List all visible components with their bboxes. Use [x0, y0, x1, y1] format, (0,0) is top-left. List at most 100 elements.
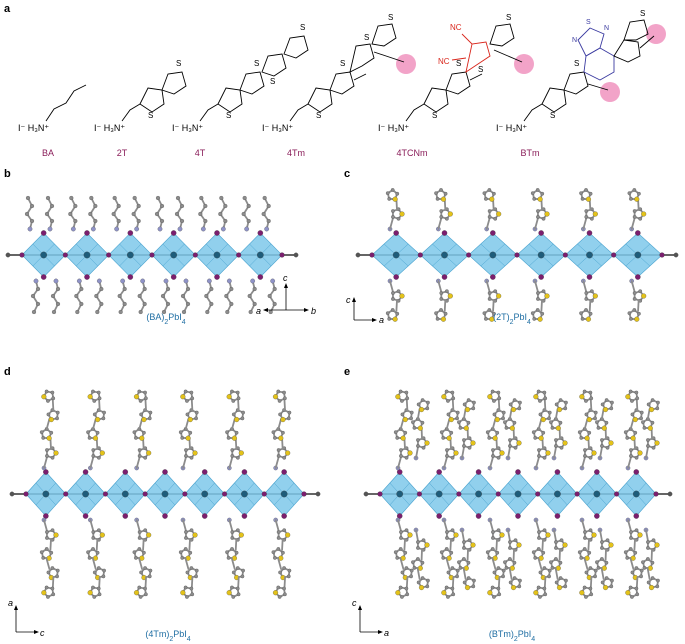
atom [51, 309, 57, 315]
atom [627, 311, 632, 316]
atom [554, 540, 558, 544]
atom [450, 566, 455, 570]
atom [602, 584, 609, 591]
atom [391, 215, 395, 219]
atom [541, 550, 546, 555]
atom [601, 425, 607, 431]
atom [222, 491, 228, 497]
atom [547, 574, 551, 579]
atom [445, 448, 449, 452]
bond [98, 399, 101, 412]
atom [629, 448, 633, 452]
bond [230, 418, 236, 431]
atom [605, 538, 610, 543]
atom [44, 547, 49, 551]
atom [393, 274, 399, 280]
atom [639, 574, 643, 579]
atom [650, 420, 655, 425]
atom [231, 570, 236, 575]
atom [138, 595, 143, 599]
atom [139, 412, 143, 417]
atom [590, 289, 594, 294]
atom [73, 203, 78, 209]
bond [437, 217, 443, 230]
bond [234, 538, 238, 551]
atom [545, 532, 551, 538]
atom [293, 252, 299, 258]
bond [237, 576, 240, 589]
atom [277, 399, 282, 403]
atom [509, 425, 515, 431]
bond [489, 456, 494, 469]
atom [184, 454, 188, 458]
atom [416, 491, 422, 497]
atom [226, 278, 232, 284]
atom [276, 448, 281, 452]
atom [445, 289, 449, 294]
atom [531, 550, 536, 555]
atom [536, 209, 540, 213]
atom [487, 209, 492, 213]
atom [180, 394, 186, 400]
atom [554, 438, 558, 442]
atom [391, 297, 395, 301]
atom [224, 293, 229, 299]
atom [439, 188, 443, 192]
molecule-4t-name: 4T [195, 148, 206, 158]
atom [282, 566, 286, 570]
atom [464, 584, 471, 591]
bond [415, 529, 419, 542]
atom [89, 195, 94, 201]
atom [538, 274, 544, 280]
atom [40, 230, 47, 236]
atom [489, 316, 495, 322]
atom [554, 546, 558, 550]
atom [595, 560, 599, 565]
atom [659, 252, 665, 258]
atom [496, 390, 501, 395]
atom [96, 586, 101, 591]
atom [630, 595, 634, 599]
atom [399, 530, 403, 534]
atom [439, 297, 444, 301]
atom [101, 416, 106, 421]
atom [632, 297, 637, 301]
bond [138, 418, 143, 431]
atom [177, 226, 183, 232]
bond [554, 567, 559, 580]
atom [564, 400, 568, 405]
atom [439, 215, 444, 219]
atom [541, 289, 546, 294]
atom [547, 416, 551, 421]
bond [462, 567, 467, 580]
atom [87, 556, 92, 560]
atom [587, 430, 592, 435]
atom [554, 444, 558, 448]
atom [392, 251, 400, 259]
atom [45, 454, 49, 458]
atom [93, 218, 98, 224]
atom [190, 592, 195, 597]
atom [91, 389, 95, 394]
atom [446, 399, 450, 403]
atom [604, 560, 609, 565]
bond [451, 399, 455, 412]
atom [457, 560, 461, 565]
atom [261, 491, 267, 497]
atom [126, 251, 134, 259]
atom [651, 538, 656, 543]
atom [641, 420, 645, 425]
atom [223, 218, 228, 224]
atom [457, 420, 461, 425]
bond [188, 538, 191, 551]
bond [445, 557, 451, 570]
bond [49, 538, 52, 551]
atom [40, 274, 47, 280]
sulfur-atom: S [226, 111, 231, 120]
atom [74, 293, 79, 299]
atom [131, 211, 136, 217]
atom [203, 218, 208, 224]
sulfur-atom: S [586, 19, 591, 26]
atom [50, 528, 55, 533]
bond [51, 399, 55, 412]
